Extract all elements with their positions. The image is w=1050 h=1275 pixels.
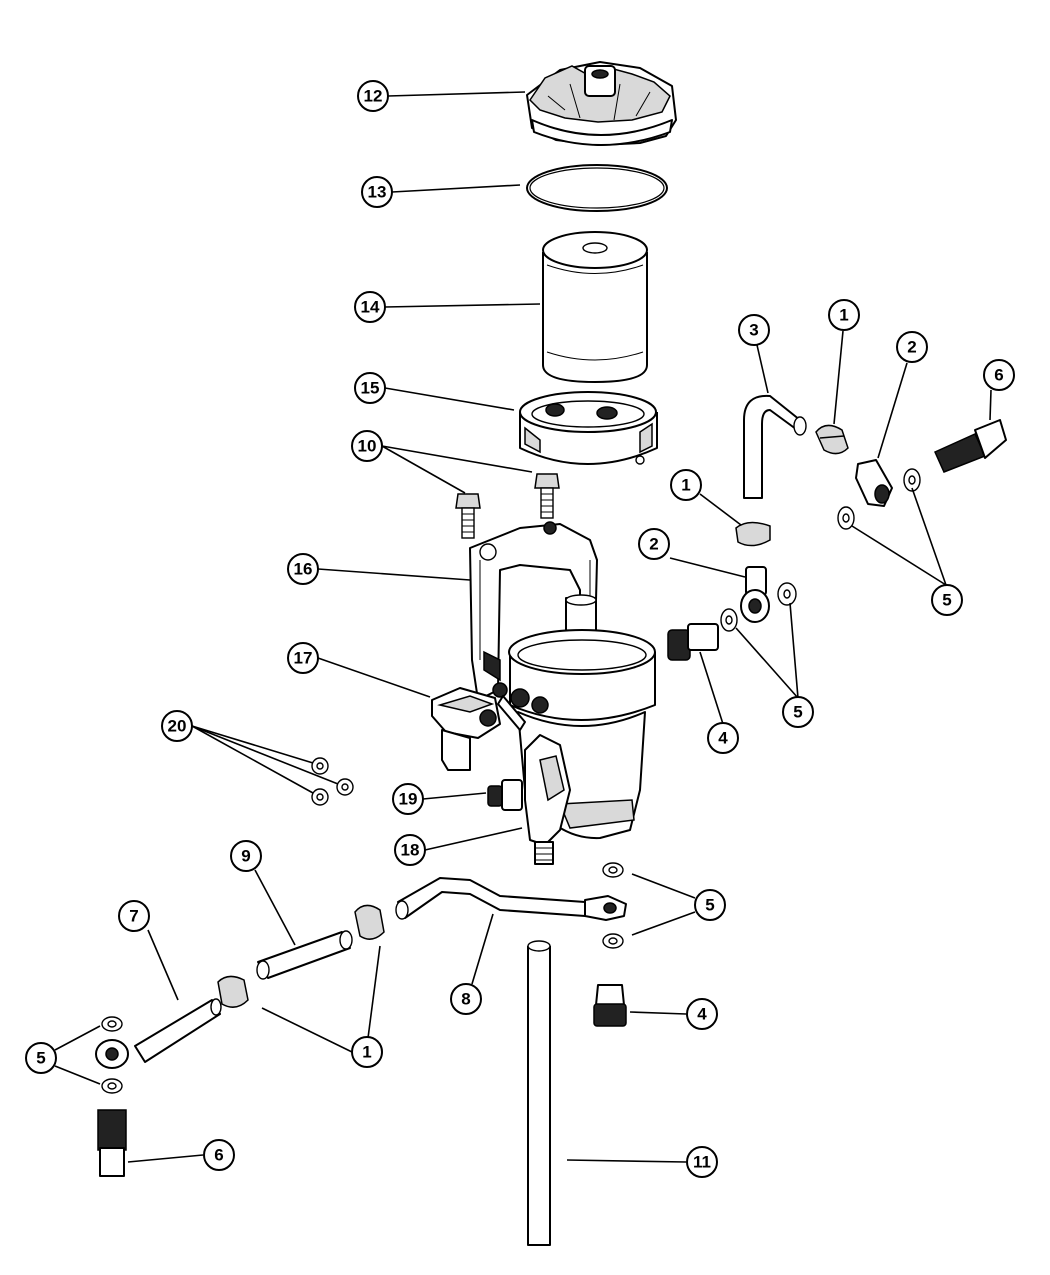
callout-1: 1 <box>670 469 702 501</box>
callout-11: 11 <box>686 1146 718 1178</box>
long-tube-part <box>527 940 551 1246</box>
callout-7: 7 <box>118 900 150 932</box>
svg-text:5: 5 <box>942 591 951 610</box>
svg-text:7: 7 <box>129 907 138 926</box>
svg-text:14: 14 <box>361 298 380 317</box>
filter-seat-part <box>519 391 658 465</box>
hose-clamp-part <box>217 975 249 1008</box>
callout-5: 5 <box>931 584 963 616</box>
banjo-bolt-part <box>97 1109 127 1177</box>
filter-element-part <box>542 231 648 383</box>
banjo-fitting-part <box>740 566 770 623</box>
svg-text:19: 19 <box>399 790 418 809</box>
callout-5: 5 <box>782 696 814 728</box>
copper-washer-part <box>101 468 921 1094</box>
filter-cap-part <box>526 61 677 146</box>
svg-text:8: 8 <box>461 990 470 1009</box>
callout-17: 17 <box>287 642 319 674</box>
svg-text:11: 11 <box>693 1153 711 1172</box>
svg-text:17: 17 <box>294 649 313 668</box>
banjo-bolt-part <box>934 419 1007 473</box>
sensor-part <box>431 687 501 771</box>
o-ring-part <box>526 164 668 212</box>
svg-text:12: 12 <box>364 87 383 106</box>
callout-12: 12 <box>357 80 389 112</box>
callout-19: 19 <box>392 783 424 815</box>
callout-5: 5 <box>694 889 726 921</box>
callout-2: 2 <box>896 331 928 363</box>
callout-16: 16 <box>287 553 319 585</box>
washer-part <box>311 757 354 806</box>
callout-13: 13 <box>361 176 393 208</box>
fitting-bolt-part <box>667 623 719 661</box>
callout-3: 3 <box>738 314 770 346</box>
hose-part <box>743 394 807 499</box>
hose-part <box>256 930 353 980</box>
fitting-part <box>487 779 523 811</box>
svg-text:2: 2 <box>907 338 916 357</box>
svg-text:13: 13 <box>368 183 387 202</box>
callout-18: 18 <box>394 834 426 866</box>
bolt-part <box>534 473 560 519</box>
callout-15: 15 <box>354 372 386 404</box>
fuel-line-part <box>395 877 627 921</box>
fuel-line-part <box>95 998 222 1069</box>
callout-6: 6 <box>983 359 1015 391</box>
svg-text:5: 5 <box>793 703 802 722</box>
svg-text:6: 6 <box>994 366 1003 385</box>
callout-14: 14 <box>354 291 386 323</box>
svg-text:18: 18 <box>401 841 420 860</box>
leader-lines <box>54 91 992 1163</box>
svg-text:3: 3 <box>749 321 758 340</box>
callout-5: 5 <box>25 1042 57 1074</box>
svg-text:6: 6 <box>214 1146 223 1165</box>
callout-9: 9 <box>230 840 262 872</box>
drain-valve-part <box>524 734 571 865</box>
callout-10: 10 <box>351 430 383 462</box>
svg-text:1: 1 <box>681 476 690 495</box>
hose-clamp-part <box>354 904 385 940</box>
callout-2: 2 <box>638 528 670 560</box>
svg-text:1: 1 <box>839 306 848 325</box>
callout-8: 8 <box>450 983 482 1015</box>
callout-1: 1 <box>828 299 860 331</box>
svg-text:4: 4 <box>697 1005 707 1024</box>
fitting-bolt-part <box>593 984 627 1027</box>
svg-text:2: 2 <box>649 535 658 554</box>
hose-clamp-part <box>735 521 771 547</box>
callout-4: 4 <box>686 998 718 1030</box>
callout-4: 4 <box>707 722 739 754</box>
bolt-part <box>455 493 481 539</box>
svg-text:4: 4 <box>718 729 728 748</box>
callout-6: 6 <box>203 1139 235 1171</box>
svg-text:5: 5 <box>36 1049 45 1068</box>
svg-text:15: 15 <box>361 379 380 398</box>
hose-clamp-part <box>815 424 849 455</box>
svg-text:20: 20 <box>168 717 187 736</box>
svg-text:5: 5 <box>705 896 714 915</box>
svg-text:16: 16 <box>294 560 313 579</box>
callout-1: 1 <box>351 1036 383 1068</box>
svg-text:1: 1 <box>362 1043 371 1062</box>
banjo-fitting-part <box>855 459 893 507</box>
callout-20: 20 <box>161 710 193 742</box>
svg-text:9: 9 <box>241 847 250 866</box>
svg-text:10: 10 <box>358 437 377 456</box>
